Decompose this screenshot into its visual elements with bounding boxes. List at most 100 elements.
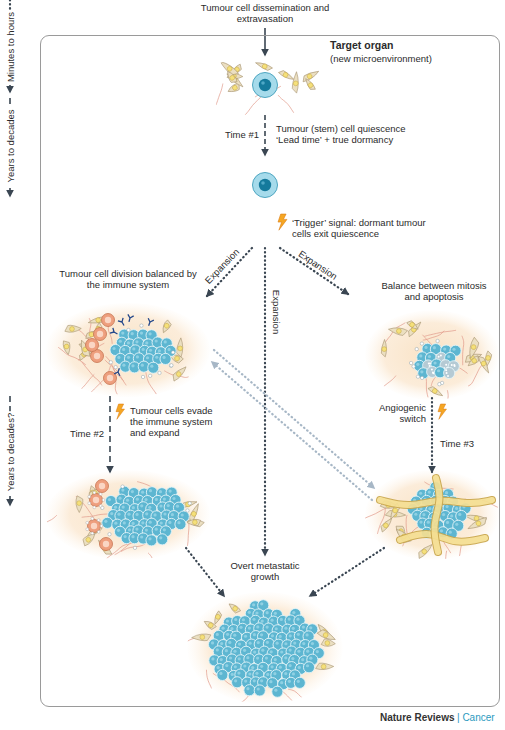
fibroblast-cell bbox=[218, 159, 239, 177]
tumour-cluster bbox=[274, 612, 277, 615]
immune-cell bbox=[93, 506, 96, 509]
tumour-cluster bbox=[128, 528, 131, 531]
tumour-cluster bbox=[271, 634, 274, 637]
tumour-cell bbox=[259, 79, 271, 91]
tumour-cluster bbox=[248, 611, 251, 614]
fibroblast-cell bbox=[316, 663, 334, 670]
tumour-cluster bbox=[142, 348, 145, 351]
fibroblast-cell bbox=[278, 69, 295, 82]
tumour-cluster bbox=[254, 685, 265, 696]
tumour-cluster bbox=[136, 498, 139, 501]
tumour-cluster bbox=[427, 521, 430, 524]
tumour-cluster bbox=[445, 364, 447, 366]
fibroblast-cell bbox=[225, 170, 238, 185]
collagen-fibre bbox=[462, 336, 464, 366]
tumour-cluster bbox=[234, 679, 237, 682]
tumour-cluster bbox=[275, 627, 278, 630]
fibroblast-cell bbox=[215, 614, 221, 620]
target-organ-panel: Target organ(new microenvironment)Tumour… bbox=[40, 35, 500, 707]
trigger-bolt bbox=[116, 404, 125, 419]
immune-cell bbox=[107, 375, 113, 381]
tumour-cluster bbox=[424, 346, 427, 349]
antibody-symbol bbox=[114, 367, 122, 376]
tumour-cluster bbox=[239, 626, 242, 629]
tumour-cluster bbox=[446, 521, 449, 524]
tumour-cluster bbox=[219, 672, 222, 675]
tumour-cluster bbox=[149, 521, 152, 524]
fibroblast-cell bbox=[406, 319, 420, 331]
tumour-cluster bbox=[231, 673, 234, 676]
fibroblast-cell bbox=[307, 182, 314, 189]
tumour-cluster bbox=[148, 362, 159, 373]
fibroblast-cell bbox=[229, 174, 236, 181]
fibroblast-cell bbox=[477, 354, 491, 374]
fibroblast-cell bbox=[293, 181, 298, 186]
immune-cell bbox=[100, 538, 113, 551]
flow-arrow bbox=[280, 248, 348, 294]
tumour-cluster bbox=[442, 513, 445, 516]
fibroblast-cell bbox=[232, 184, 239, 191]
tumour-cluster bbox=[181, 513, 184, 516]
tumour-cluster bbox=[159, 504, 162, 507]
tumour-cluster bbox=[447, 375, 449, 377]
fibroblast-cell bbox=[301, 169, 320, 183]
immune-cell bbox=[103, 541, 109, 547]
tumour-cluster bbox=[118, 497, 121, 500]
tumour-cluster bbox=[447, 355, 450, 358]
collagen-fibre bbox=[236, 685, 263, 707]
tumour-cluster bbox=[301, 658, 304, 661]
tumour-cell bbox=[261, 181, 265, 185]
tumour-cluster bbox=[255, 611, 258, 614]
tumour-cluster bbox=[445, 505, 448, 508]
tumour-cluster bbox=[155, 528, 158, 531]
tumour-cluster bbox=[148, 332, 151, 335]
tumour-cluster bbox=[455, 523, 458, 526]
tumour-cluster bbox=[275, 642, 278, 645]
tumour-cluster bbox=[416, 363, 419, 366]
tumour-cluster bbox=[167, 504, 170, 507]
tumour-cluster bbox=[266, 673, 269, 676]
fibroblast-cell bbox=[306, 173, 313, 180]
immune-cell bbox=[102, 314, 115, 327]
fibroblast-cell bbox=[170, 364, 188, 382]
tumour-cluster bbox=[177, 521, 180, 524]
tumour-cluster bbox=[233, 650, 236, 653]
tumour-cluster bbox=[127, 341, 130, 344]
tumour-cluster bbox=[309, 657, 312, 660]
tumour-cluster bbox=[170, 364, 173, 367]
tumour-cluster bbox=[234, 665, 237, 668]
tissue-ground bbox=[186, 591, 344, 706]
tumour-cluster bbox=[109, 361, 112, 364]
tumour-cluster bbox=[416, 375, 419, 378]
tumour-cluster bbox=[244, 635, 247, 638]
tumour-cluster bbox=[289, 634, 292, 637]
tumour-cluster bbox=[171, 351, 174, 354]
tumour-cluster bbox=[132, 347, 135, 350]
immune-cell bbox=[86, 517, 103, 534]
tumour-cluster bbox=[220, 642, 223, 645]
fibroblast-cell bbox=[262, 63, 268, 69]
fibroblast-cell bbox=[226, 171, 245, 189]
annotation-label: Tumour cell dissemination and extravasat… bbox=[200, 2, 330, 24]
tumour-cluster bbox=[432, 372, 434, 374]
fibroblast-cell bbox=[191, 511, 197, 517]
tissue-ground bbox=[44, 302, 211, 399]
fibroblast-cell bbox=[406, 319, 420, 331]
tumour-cluster bbox=[253, 679, 256, 682]
tumour-cluster bbox=[169, 489, 172, 492]
fibroblast-cell bbox=[170, 364, 188, 382]
fibroblast-cell bbox=[203, 619, 217, 631]
fibroblast-cell bbox=[65, 325, 82, 333]
fibroblast-cell bbox=[282, 172, 289, 179]
immune-cell bbox=[97, 331, 103, 337]
fibroblast-cell bbox=[321, 664, 326, 669]
tumour-cluster bbox=[145, 512, 148, 515]
fibroblast-cell bbox=[406, 320, 423, 337]
tumour-cluster bbox=[266, 611, 269, 614]
tumour-cluster bbox=[428, 507, 431, 510]
tumour-cluster bbox=[311, 642, 314, 645]
tumour-cluster bbox=[188, 502, 191, 505]
mitosis-apoptosis-stage: Balance between mitosis and apoptosis bbox=[368, 278, 498, 398]
immune-cell bbox=[91, 532, 94, 535]
